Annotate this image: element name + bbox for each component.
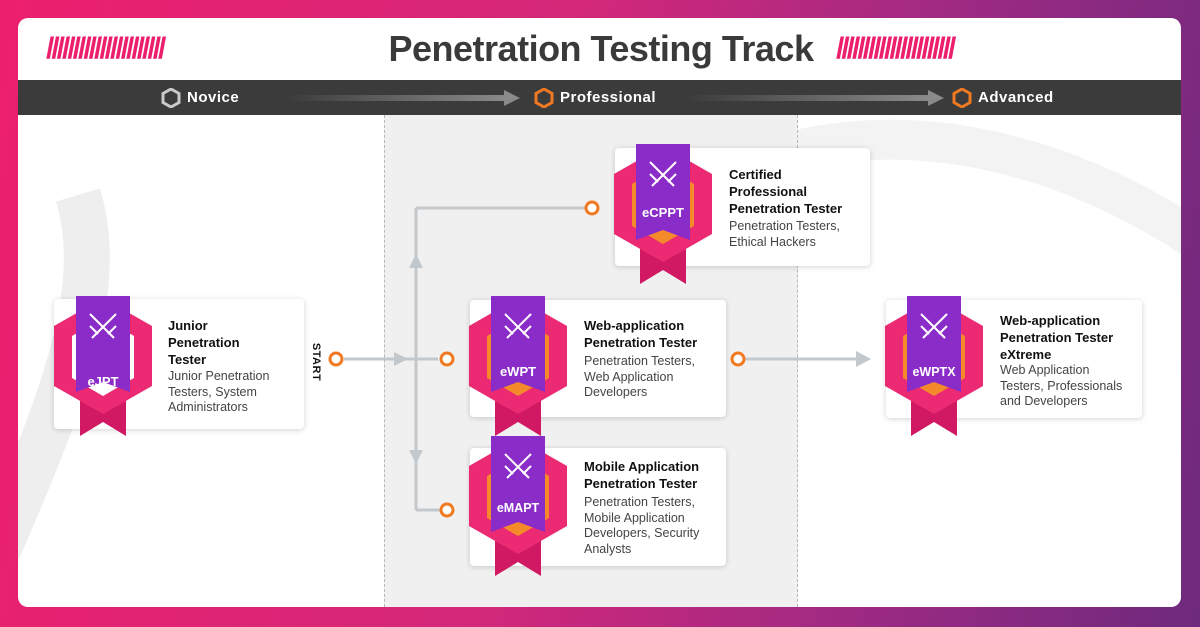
stage-novice: Novice (161, 80, 271, 115)
cert-audience: Junior Penetration Testers, System Admin… (168, 369, 270, 414)
badge-code: eWPT (500, 364, 536, 379)
hexagon-icon (161, 88, 181, 108)
badge-code: eCPPT (642, 205, 684, 220)
crossed-swords-icon (504, 453, 532, 479)
crossed-swords-icon (504, 313, 532, 339)
stage-bar: Novice Professional Advanced (18, 80, 1181, 115)
start-label: START (301, 338, 331, 388)
stage-arrow (286, 90, 520, 106)
stage-label: Professional (560, 89, 657, 106)
cert-audience: Web Application Testers, Professionals a… (1000, 363, 1123, 408)
cert-title: Web-application Penetration Tester eXtre… (1000, 313, 1114, 362)
certification-badge: eJPT (54, 296, 152, 436)
cert-title: Web-application Penetration Tester (584, 318, 698, 350)
crossed-swords-icon (89, 313, 117, 339)
badge-ewptx: eWPTX (877, 294, 991, 438)
cert-title: Certified Professional Penetration Teste… (729, 167, 843, 216)
certification-badge: eMAPT (469, 436, 567, 576)
cert-audience: Penetration Testers, Web Application Dev… (584, 354, 695, 399)
start-text: START (310, 342, 322, 382)
hexagon-icon (534, 88, 554, 108)
stage-label: Advanced (978, 89, 1054, 106)
crossed-swords-icon (649, 161, 677, 187)
badge-ewpt: eWPT (461, 294, 575, 438)
stage-advanced: Advanced (952, 80, 1082, 115)
cert-audience: Penetration Testers, Mobile Application … (584, 495, 700, 556)
certification-badge: eCPPT (614, 144, 712, 284)
cert-audience: Penetration Testers, Ethical Hackers (729, 219, 840, 249)
cert-title: Mobile Application Penetration Tester (584, 459, 700, 491)
page-title: Penetration Testing Track (388, 28, 814, 69)
badge-code: eWPTX (912, 365, 956, 379)
stage-professional: Professional (534, 80, 674, 115)
badge-ecppt: eCPPT (606, 142, 720, 286)
cert-title: Junior Penetration Tester (168, 318, 240, 367)
badge-emapt: eMAPT (461, 434, 575, 578)
hexagon-icon (952, 88, 972, 108)
badge-code: eJPT (87, 374, 118, 389)
track-panel: ////////////////////// Penetration Testi… (18, 18, 1181, 607)
crossed-swords-icon (920, 313, 948, 339)
title-slashes-left: ////////////////////// (46, 32, 166, 65)
badge-ejpt: eJPT (46, 294, 160, 438)
certification-badge: eWPT (469, 296, 567, 436)
badge-code: eMAPT (497, 501, 540, 515)
stage-arrow (686, 90, 944, 106)
title-slashes-right: ////////////////////// (836, 32, 956, 65)
stage-label: Novice (187, 89, 240, 106)
certification-badge: eWPTX (885, 296, 983, 436)
title-row: ////////////////////// Penetration Testi… (18, 18, 1181, 80)
